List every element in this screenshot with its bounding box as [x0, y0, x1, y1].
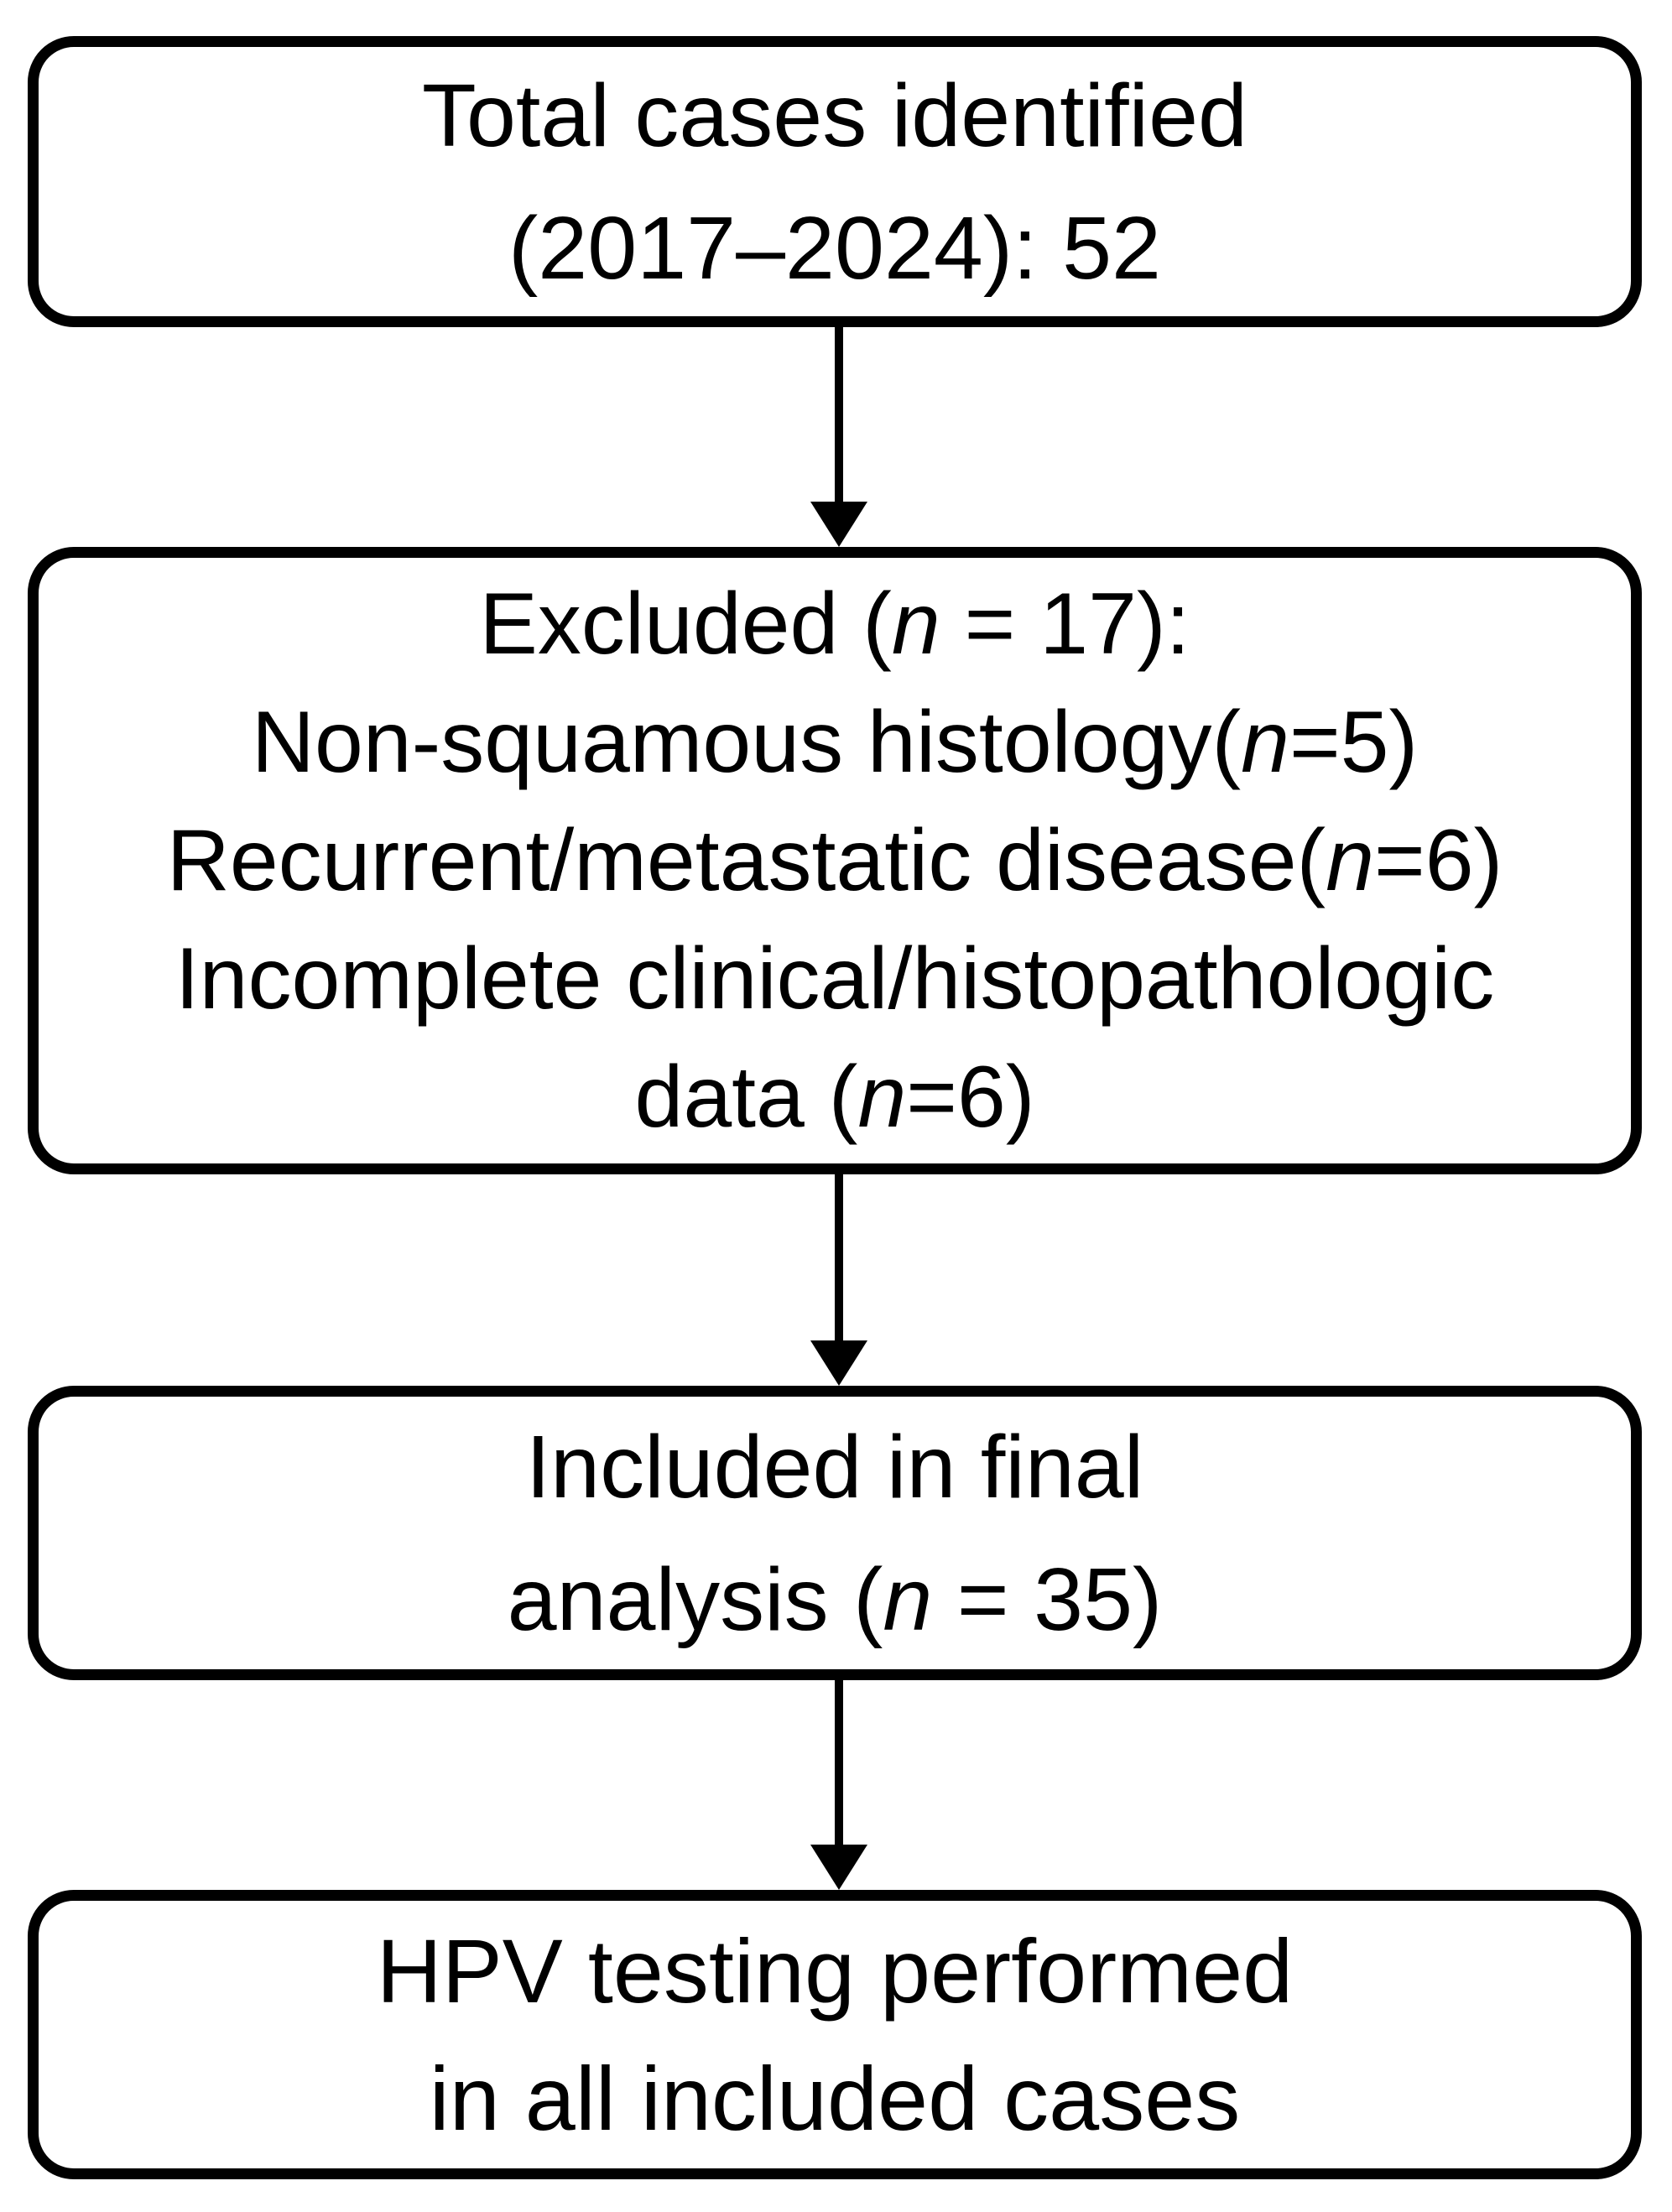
text-segment: = 35)	[932, 1549, 1163, 1649]
flowchart-box-excluded: Excluded (n = 17):Non-squamous histology…	[28, 547, 1642, 1174]
arrow-shaft	[835, 327, 843, 502]
text-segment: (2017–2024): 52	[508, 198, 1161, 298]
arrow-shaft	[835, 1680, 843, 1845]
box-text-line: analysis (n = 35)	[508, 1533, 1163, 1666]
flowchart-box-total-cases: Total cases identified (2017–2024): 52	[28, 36, 1642, 327]
box-text-line: Total cases identified	[422, 49, 1247, 182]
text-segment: Incomplete clinical/histopathologic	[174, 929, 1495, 1028]
text-segment: Excluded (	[479, 575, 892, 673]
n-variable: n	[1241, 693, 1289, 791]
arrowhead-icon	[810, 502, 867, 547]
text-segment: Non-squamous histology(	[251, 693, 1242, 791]
box-text-line: Non-squamous histology(n=5)	[252, 684, 1418, 802]
text-segment: Included in final	[525, 1417, 1144, 1517]
box-text-line: (2017–2024): 52	[508, 182, 1161, 315]
text-segment: = 17):	[940, 575, 1190, 673]
n-variable: n	[891, 575, 940, 673]
arrowhead-icon	[810, 1845, 867, 1890]
arrow-down-icon	[810, 1680, 867, 1890]
box-text-line: data (n=6)	[634, 1038, 1034, 1157]
flowchart-box-included: Included in final analysis (n = 35)	[28, 1386, 1642, 1680]
arrow-down-icon	[810, 327, 867, 547]
text-segment: Total cases identified	[421, 65, 1248, 165]
box-text-line: in all included cases	[430, 2035, 1241, 2163]
text-segment: =6)	[906, 1048, 1035, 1146]
arrow-shaft	[835, 1174, 843, 1340]
n-variable: n	[857, 1048, 907, 1146]
text-segment: in all included cases	[429, 2047, 1241, 2149]
flowchart-box-hpv-testing: HPV testing performed in all included cas…	[28, 1890, 1642, 2179]
n-variable: n	[1326, 811, 1375, 909]
box-text-line: Incomplete clinical/histopathologic	[175, 920, 1494, 1038]
text-segment: =5)	[1289, 693, 1419, 791]
text-segment: =6)	[1374, 811, 1503, 909]
text-segment: analysis (	[507, 1549, 883, 1649]
box-text-line: Recurrent/metastatic disease(n=6)	[167, 802, 1503, 920]
text-segment: data (	[634, 1048, 858, 1146]
box-text-line: Excluded (n = 17):	[480, 565, 1190, 684]
box-text-line: Included in final	[526, 1401, 1144, 1533]
n-variable: n	[883, 1549, 933, 1649]
text-segment: HPV testing performed	[376, 1919, 1294, 2022]
arrow-down-icon	[810, 1174, 867, 1386]
box-text-line: HPV testing performed	[377, 1908, 1294, 2035]
arrowhead-icon	[810, 1340, 867, 1386]
text-segment: Recurrent/metastatic disease(	[166, 811, 1326, 909]
